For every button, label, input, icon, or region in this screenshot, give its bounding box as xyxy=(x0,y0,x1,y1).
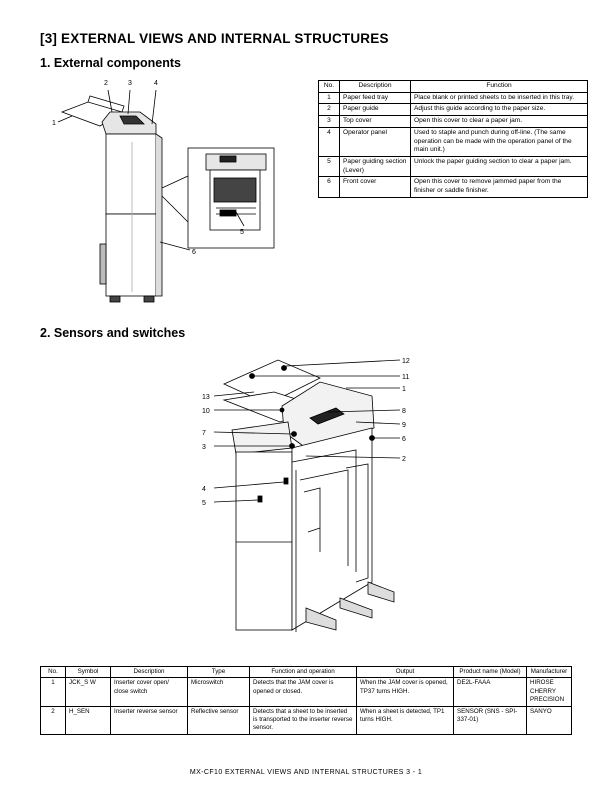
cell-function: Adjust this guide according to the paper… xyxy=(410,103,588,117)
external-callout-3: 3 xyxy=(128,80,132,87)
cell-type: Reflective sensor xyxy=(187,705,250,735)
cell-description: Paper feed tray xyxy=(339,91,411,105)
cell-symbol: H_SEN xyxy=(65,705,111,735)
external-callout-1: 1 xyxy=(52,120,56,127)
cell-manufacturer: HIROSE CHERRY PRECISION xyxy=(526,677,572,707)
sensor-callout-1: 1 xyxy=(402,386,406,393)
cell-function: Unlock the paper guiding section to clea… xyxy=(410,155,588,178)
cell-no: 6 xyxy=(318,176,340,198)
table-row: 3 Top cover Open this cover to clear a p… xyxy=(318,115,588,128)
cell-product: DE2L-FAAA xyxy=(453,677,527,707)
cell-product: SENSOR (SNS - SPI-337-01) xyxy=(453,705,527,735)
cell-description: Top cover xyxy=(339,115,411,128)
cell-description: Inserter cover open/ close switch xyxy=(110,677,188,707)
cell-no: 1 xyxy=(318,91,340,105)
sensor-callout-3: 3 xyxy=(202,444,206,451)
table-row: 1 Paper feed tray Place blank or printed… xyxy=(318,91,588,105)
cell-no: 4 xyxy=(318,126,340,157)
external-callout-5: 5 xyxy=(240,229,244,236)
table-row: 5 Paper guiding section (Lever) Unlock t… xyxy=(318,155,588,178)
header-type: Type xyxy=(187,665,250,679)
header-function: Function xyxy=(410,80,588,93)
cell-output: When the JAM cover is opened, TP37 turns… xyxy=(356,677,454,707)
external-components-illustration: 1 2 3 4 5 6 xyxy=(52,80,275,303)
cell-description: Inserter reverse sensor xyxy=(110,705,188,735)
sensor-callout-10: 10 xyxy=(202,408,210,415)
cell-description: Front cover xyxy=(339,176,411,198)
cell-function: Detects that the JAM cover is opened or … xyxy=(249,677,357,707)
table-row: 4 Operator panel Used to staple and punc… xyxy=(318,126,588,157)
cell-symbol: JCK_S W xyxy=(65,677,111,707)
cell-description: Operator panel xyxy=(339,126,411,157)
cell-function: Open this cover to remove jammed paper f… xyxy=(410,176,588,198)
external-components-heading: 1. External components xyxy=(40,56,182,70)
sensor-callout-6: 6 xyxy=(402,436,406,443)
cell-manufacturer: SANYO xyxy=(526,705,572,735)
cell-function: Used to staple and punch during off-line… xyxy=(410,126,588,157)
sensors-heading: 2. Sensors and switches xyxy=(40,326,186,340)
cell-function: Place blank or printed sheets to be inse… xyxy=(410,91,588,105)
header-symbol: Symbol xyxy=(65,665,111,679)
cell-no: 2 xyxy=(318,103,340,117)
cell-no: 5 xyxy=(318,155,340,178)
table-row: 1 JCK_S W Inserter cover open/ close swi… xyxy=(40,677,572,707)
table-row: 2 H_SEN Inserter reverse sensor Reflecti… xyxy=(40,705,572,735)
sensor-callout-9: 9 xyxy=(402,422,406,429)
external-callout-6: 6 xyxy=(192,249,196,256)
cell-description: Paper guiding section (Lever) xyxy=(339,155,411,178)
sensor-callout-2: 2 xyxy=(402,456,406,463)
page-footer: MX-CF10 EXTERNAL VIEWS AND INTERNAL STRU… xyxy=(189,769,423,776)
sensor-callout-5: 5 xyxy=(202,500,206,507)
header-manufacturer: Manufacturer xyxy=(526,665,572,679)
header-description: Description xyxy=(339,80,411,93)
cell-output: When a sheet is detected, TP1 turns HIGH… xyxy=(356,705,454,735)
cell-no: 3 xyxy=(318,115,340,128)
sensor-callout-8: 8 xyxy=(402,408,406,415)
header-function: Function and operation xyxy=(249,665,357,679)
cell-no: 2 xyxy=(40,705,66,735)
header-product: Product name (Model) xyxy=(453,665,527,679)
table-header-row: No. Symbol Description Type Function and… xyxy=(40,665,572,679)
header-description: Description xyxy=(110,665,188,679)
sensor-callout-4: 4 xyxy=(202,486,206,493)
cell-description: Paper guide xyxy=(339,103,411,117)
sensors-table: No. Symbol Description Type Function and… xyxy=(40,665,572,735)
table-row: 6 Front cover Open this cover to remove … xyxy=(318,176,588,198)
header-no: No. xyxy=(318,80,340,93)
table-row: 2 Paper guide Adjust this guide accordin… xyxy=(318,103,588,117)
header-output: Output xyxy=(356,665,454,679)
sensor-callout-11: 11 xyxy=(402,374,409,381)
external-components-table: No. Description Function 1 Paper feed tr… xyxy=(318,80,588,198)
section-title: [3] EXTERNAL VIEWS AND INTERNAL STRUCTUR… xyxy=(40,31,389,46)
sensor-callout-7: 7 xyxy=(202,430,206,437)
sensors-illustration: 12 11 1 13 10 8 9 7 6 3 2 4 5 xyxy=(202,358,410,632)
cell-type: Microswitch xyxy=(187,677,250,707)
external-callout-2: 2 xyxy=(104,80,108,87)
sensor-callout-12: 12 xyxy=(402,358,410,365)
header-no: No. xyxy=(40,665,66,679)
cell-function: Open this cover to clear a paper jam. xyxy=(410,115,588,128)
sensor-callout-13: 13 xyxy=(202,394,210,401)
external-callout-4: 4 xyxy=(154,80,158,87)
cell-function: Detects that a sheet to be inserted is t… xyxy=(249,705,357,735)
table-header-row: No. Description Function xyxy=(318,80,588,93)
cell-no: 1 xyxy=(40,677,66,707)
